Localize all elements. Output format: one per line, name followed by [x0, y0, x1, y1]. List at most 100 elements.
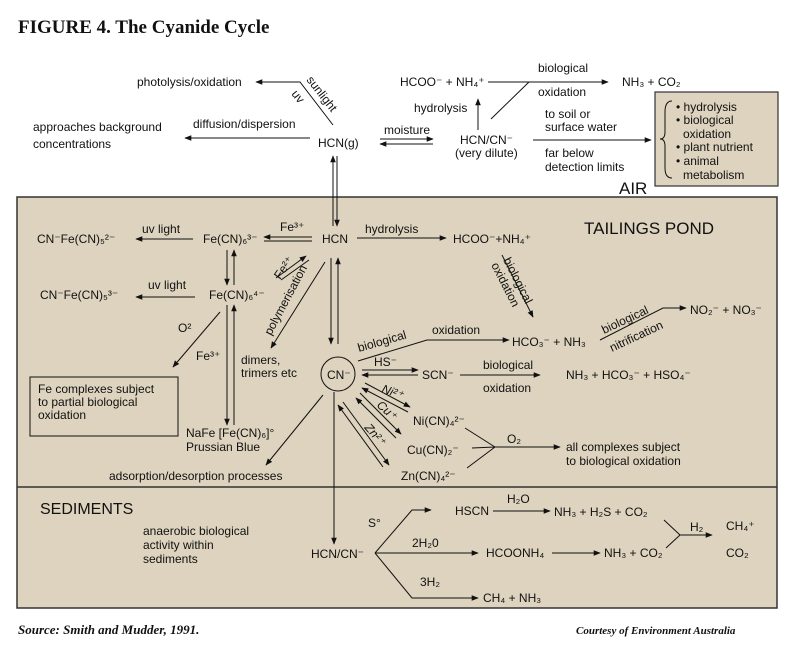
fe3-b-label: Fe³⁺ [196, 349, 220, 363]
sediments-section: SEDIMENTS anaerobic biological activity … [40, 492, 755, 605]
cu-forward-arrow [359, 392, 402, 435]
photolysis-label: photolysis/oxidation [137, 75, 242, 89]
o2-label: O₂ [507, 432, 521, 446]
ch4-nh3: CH₄ + NH₃ [483, 591, 541, 605]
fe-box-line: oxidation [38, 408, 86, 422]
air-section: photolysis/oxidation sunlight uv approac… [33, 61, 754, 227]
dimers-label-1: dimers, [241, 353, 280, 367]
air-zone-label: AIR [619, 179, 647, 198]
fate-item: • animal [676, 154, 719, 168]
very-dilute-label: (very dilute) [455, 146, 518, 160]
ch4-product: CH₄⁺ [726, 519, 755, 533]
courtesy-credit: Courtesy of Environment Australia [576, 625, 736, 637]
two-h2o-label: 2H₂0 [412, 536, 439, 550]
air-biological-label: biological [538, 61, 588, 75]
air-hcoo-nh4: HCOO⁻ + NH₄⁺ [400, 75, 485, 89]
fe3-label: Fe³⁺ [280, 220, 304, 234]
zn-back-arrow [337, 404, 384, 468]
cn-oxidation-label: oxidation [432, 323, 480, 337]
tailings-sediments-panel [16, 196, 778, 609]
all-complexes-label-2: to biological oxidation [566, 454, 681, 468]
hcn-gas: HCN(g) [318, 136, 359, 150]
nitrification-arrow [599, 305, 687, 341]
moisture-label: moisture [384, 123, 430, 137]
fate-item: • hydrolysis [676, 100, 737, 114]
s0-label: S° [368, 516, 381, 530]
background-label-1: approaches background [33, 120, 162, 134]
hscn-products: NH₃ + H₂S + CO₂ [554, 505, 648, 519]
h2-label: H₂ [690, 520, 704, 534]
uv-light-label-2: uv light [148, 278, 187, 292]
sed-nh3-co2: NH₃ + CO₂ [604, 546, 663, 560]
bio-ox-arrow [501, 254, 534, 318]
complexes-converge-lines [464, 427, 496, 469]
scn-ion: SCN⁻ [422, 368, 454, 382]
sediments-zone-label: SEDIMENTS [40, 501, 133, 518]
to-soil-label-1: to soil or [545, 107, 590, 121]
tailings-zone-label: TAILINGS POND [584, 219, 714, 238]
hscn: HSCN [455, 504, 489, 518]
three-h2-arrow [374, 552, 479, 601]
scn-products: NH₃ + HCO₃⁻ + HSO₄⁻ [566, 368, 691, 382]
cnfe-3minus: CN⁻Fe(CN)₅³⁻ [40, 288, 118, 302]
cn-circle [320, 356, 356, 392]
source-credit: Source: Smith and Mudder, 1991. [18, 622, 199, 637]
fe-box-line: to partial biological [38, 395, 137, 409]
three-h2-label: 3H₂ [420, 575, 440, 589]
all-complexes-label-1: all complexes subject [566, 440, 681, 454]
ni-back-arrow [361, 387, 409, 413]
s0-arrow [374, 507, 432, 554]
air-oxidation-label: oxidation [538, 85, 586, 99]
fate-item: • biological [676, 113, 734, 127]
cnfe-2minus: CN⁻Fe(CN)₅²⁻ [37, 232, 115, 246]
background-label-2: concentrations [33, 137, 111, 151]
photolysis-arrow [255, 79, 334, 126]
uv-light-label-1: uv light [142, 222, 181, 236]
pond-hcn: HCN [322, 232, 348, 246]
hs-label: HS⁻ [374, 355, 397, 369]
air-hydrolysis-label: hydrolysis [414, 101, 467, 115]
figure-title: FIGURE 4. The Cyanide Cycle [18, 17, 269, 38]
fe2-arrow [275, 255, 307, 279]
cu-back-arrow [355, 397, 397, 439]
polymerisation-arrow [270, 261, 326, 349]
anaerobic-line: anaerobic biological [143, 524, 249, 538]
adsorption-arrow [265, 394, 324, 466]
uv-label: uv [289, 87, 308, 106]
cucn-complex: Cu(CN)₂⁻ [407, 443, 459, 457]
pond-hcoo-nh4: HCOO⁻+NH₄⁺ [453, 232, 531, 246]
zncn-complex: Zn(CN)₄²⁻ [401, 469, 456, 483]
fate-item: oxidation [683, 127, 731, 141]
co2-product: CO₂ [726, 546, 749, 560]
no2-no3: NO₂⁻ + NO₃⁻ [690, 303, 762, 317]
anaerobic-line: activity within [143, 538, 214, 552]
zn-forward-arrow [342, 401, 390, 466]
o2-arrow [172, 311, 221, 368]
hco3-nh3: HCO₃⁻ + NH₃ [512, 335, 586, 349]
ferricyanide: Fe(CN)₆³⁻ [203, 232, 258, 246]
nafe-label: NaFe [Fe(CN)₆]° [186, 426, 275, 440]
h2-converge-lines [663, 519, 681, 549]
o2-sup-label: O² [178, 321, 191, 335]
hcoonh4: HCOONH₄ [486, 546, 544, 560]
to-soil-label-2: surface water [545, 120, 617, 134]
fate-item: • plant nutrient [676, 140, 754, 154]
dimers-label-2: trimers etc [241, 366, 297, 380]
ferrocyanide: Fe(CN)₆⁴⁻ [209, 288, 265, 302]
nicn-complex: Ni(CN)₄²⁻ [413, 414, 465, 428]
fe2-return-line [280, 259, 310, 281]
air-fate-box [654, 91, 779, 187]
brace-icon [659, 100, 673, 179]
fe-complexes-box [29, 376, 179, 437]
air-oxidation-branch [490, 81, 530, 120]
sed-hcn-cn: HCN/CN⁻ [311, 547, 364, 561]
fate-item: metabolism [683, 168, 744, 182]
far-below-label-1: far below [545, 146, 594, 160]
scn-biological-label: biological [483, 358, 533, 372]
scn-oxidation-label: oxidation [483, 381, 531, 395]
fe-box-line: Fe complexes subject [38, 382, 155, 396]
adsorption-label: adsorption/desorption processes [109, 469, 282, 483]
ni-forward-arrow [364, 382, 411, 408]
prussian-blue-label: Prussian Blue [186, 440, 260, 454]
